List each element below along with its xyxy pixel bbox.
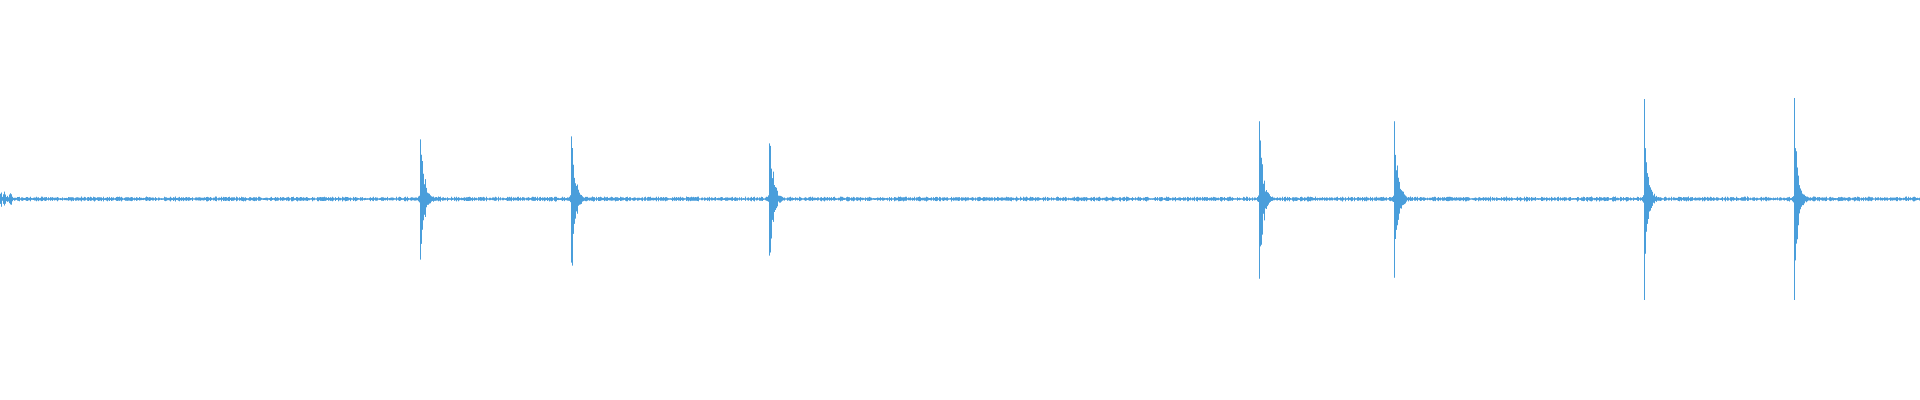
waveform-path <box>0 98 1920 300</box>
waveform-trace <box>0 98 1920 300</box>
